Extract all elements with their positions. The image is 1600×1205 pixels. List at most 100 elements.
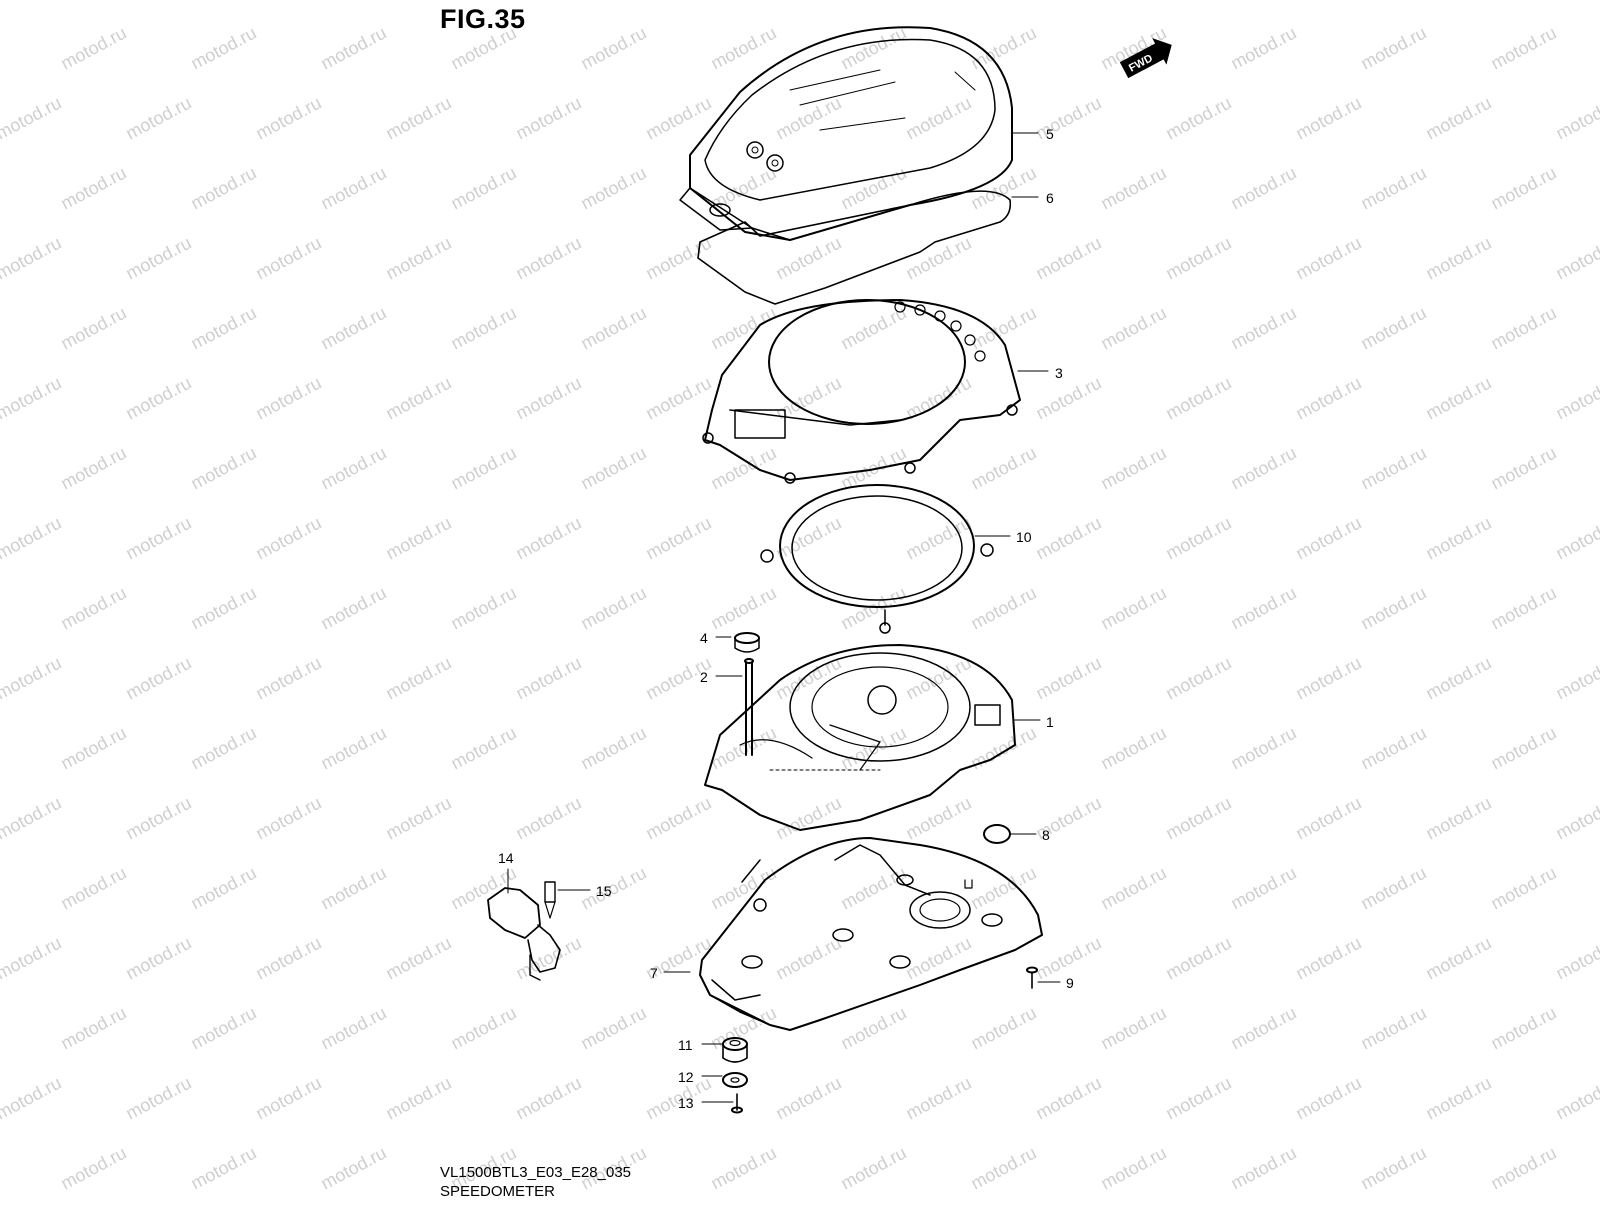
watermark-text: motod.ru [317, 163, 389, 214]
watermark-text: motod.ru [1357, 23, 1429, 74]
watermark-text: motod.ru [1162, 513, 1234, 564]
watermark-text: motod.ru [447, 443, 519, 494]
watermark-text: motod.ru [0, 933, 65, 984]
watermark-text: motod.ru [772, 233, 844, 284]
watermark-text: motod.ru [1422, 653, 1494, 704]
watermark-text: motod.ru [1422, 373, 1494, 424]
watermark-text: motod.ru [577, 863, 649, 914]
watermark-text: motod.ru [1227, 723, 1299, 774]
watermark-text: motod.ru [1422, 933, 1494, 984]
watermark-text: motod.ru [1487, 723, 1559, 774]
watermark-text: motod.ru [1292, 1073, 1364, 1124]
watermark-text: motod.ru [707, 443, 779, 494]
watermark-text: motod.ru [122, 0, 194, 4]
watermark-text: motod.ru [187, 163, 259, 214]
watermark-text: motod.ru [967, 723, 1039, 774]
watermark-text: motod.ru [252, 793, 324, 844]
watermark-text: motod.ru [122, 233, 194, 284]
watermark-text: motod.ru [577, 583, 649, 634]
watermark-text: motod.ru [382, 513, 454, 564]
watermark-text: motod.ru [0, 793, 65, 844]
watermark-text: motod.ru [512, 513, 584, 564]
watermark-text: motod.ru [187, 443, 259, 494]
watermark-text: motod.ru [1162, 1073, 1234, 1124]
watermark-text: motod.ru [967, 863, 1039, 914]
watermark-text: motod.ru [577, 23, 649, 74]
watermark-text: motod.ru [0, 93, 65, 144]
washer-part [722, 1072, 748, 1088]
watermark-text: motod.ru [0, 1073, 65, 1124]
watermark-text: motod.ru [577, 1003, 649, 1054]
watermark-text: motod.ru [447, 303, 519, 354]
watermark-text: motod.ru [382, 373, 454, 424]
watermark-text: motod.ru [57, 1143, 129, 1194]
watermark-text: motod.ru [577, 443, 649, 494]
callout-11: 11 [678, 1037, 693, 1053]
watermark-text: motod.ru [57, 163, 129, 214]
lower-screw-part [731, 1093, 743, 1114]
watermark-text: motod.ru [252, 93, 324, 144]
watermark-text: motod.ru [1487, 443, 1559, 494]
watermark-text: motod.ru [772, 93, 844, 144]
callout-3: 3 [1055, 365, 1063, 381]
watermark-text: motod.ru [837, 723, 909, 774]
watermark-text: motod.ru [1227, 303, 1299, 354]
callout-7: 7 [650, 965, 658, 981]
watermark-text: motod.ru [902, 0, 974, 4]
watermark-text: motod.ru [1227, 1143, 1299, 1194]
watermark-text: motod.ru [512, 1073, 584, 1124]
watermark-text: motod.ru [512, 0, 584, 4]
watermark-text: motod.ru [1162, 793, 1234, 844]
watermark-text: motod.ru [252, 233, 324, 284]
watermark-text: motod.ru [707, 23, 779, 74]
watermark-text: motod.ru [577, 723, 649, 774]
watermark-text: motod.ru [57, 443, 129, 494]
watermark-text: motod.ru [1357, 443, 1429, 494]
watermark-text: motod.ru [1292, 653, 1364, 704]
watermark-text: motod.ru [1552, 653, 1600, 704]
watermark-text: motod.ru [1162, 653, 1234, 704]
speed-sensor-part [487, 887, 561, 981]
watermark-text: motod.ru [1032, 1073, 1104, 1124]
watermark-text: motod.ru [317, 23, 389, 74]
watermark-text: motod.ru [0, 0, 65, 4]
watermark-text: motod.ru [1292, 93, 1364, 144]
watermark-text: motod.ru [512, 793, 584, 844]
watermark-text: motod.ru [1487, 583, 1559, 634]
watermark-text: motod.ru [967, 23, 1039, 74]
watermark-text: motod.ru [1552, 513, 1600, 564]
watermark-text: motod.ru [837, 1143, 909, 1194]
watermark-text: motod.ru [1422, 0, 1494, 4]
watermark-text: motod.ru [1292, 233, 1364, 284]
callout-6: 6 [1046, 190, 1054, 206]
watermark-text: motod.ru [122, 513, 194, 564]
watermark-text: motod.ru [967, 583, 1039, 634]
watermark-text: motod.ru [252, 0, 324, 4]
watermark-text: motod.ru [187, 863, 259, 914]
pin-part [744, 658, 754, 756]
watermark-text: motod.ru [1487, 1003, 1559, 1054]
watermark-text: motod.ru [122, 653, 194, 704]
watermark-text: motod.ru [317, 443, 389, 494]
watermark-text: motod.ru [447, 583, 519, 634]
watermark-text: motod.ru [1162, 233, 1234, 284]
watermark-text: motod.ru [1032, 653, 1104, 704]
watermark-text: motod.ru [837, 163, 909, 214]
watermark-text: motod.ru [1097, 163, 1169, 214]
watermark-text: motod.ru [967, 303, 1039, 354]
watermark-text: motod.ru [642, 0, 714, 4]
watermark-text: motod.ru [577, 303, 649, 354]
watermark-text: motod.ru [1097, 443, 1169, 494]
watermark-text: motod.ru [1552, 93, 1600, 144]
watermark-text: motod.ru [1162, 373, 1234, 424]
watermark-text: motod.ru [837, 583, 909, 634]
watermark-text: motod.ru [967, 1003, 1039, 1054]
meter-case-part [702, 299, 1021, 484]
lower-case-part [699, 837, 1043, 1031]
watermark-text: motod.ru [122, 93, 194, 144]
watermark-text: motod.ru [1292, 793, 1364, 844]
callout-1: 1 [1046, 714, 1054, 730]
callout-15: 15 [596, 883, 612, 899]
watermark-text: motod.ru [1097, 723, 1169, 774]
